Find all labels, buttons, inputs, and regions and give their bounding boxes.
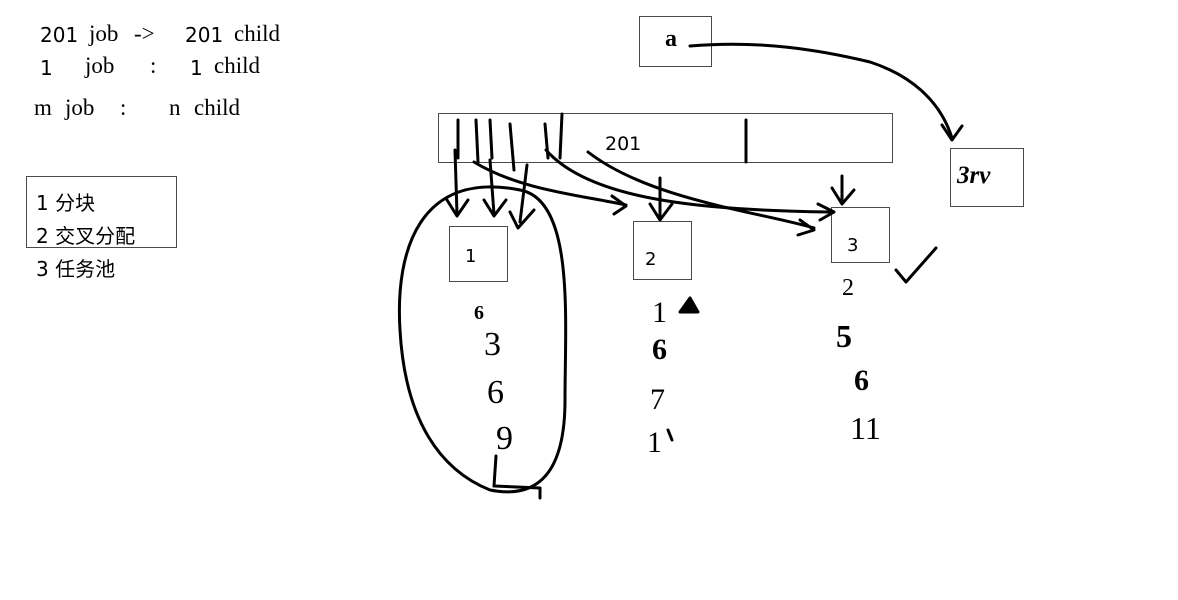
job-tick-2 [474,118,480,164]
arrow-into-child1-b-head [482,198,508,218]
child-box-3-label: 3 [847,235,859,256]
strategy-item-1: 1 分块 [36,191,96,215]
note-line1-num-a: 201 [40,23,79,47]
arrow-a-to-side-box [688,42,954,140]
col2-number-3: 7 [650,383,665,416]
note-line2-sep: : [150,53,157,78]
side-handwritten-label: 3rv [957,162,991,189]
note-line1-word-a: job [89,21,119,46]
child-box-2 [633,221,692,280]
note-line2-word-a: job [85,53,115,78]
note-line1-arrow: -> [134,21,155,46]
job-tick-6 [558,112,564,160]
note-line1-word-b: child [234,21,280,46]
note-line2-word-b: child [214,53,260,78]
col2-number-1: 1 [652,296,667,329]
col3-number-2: 5 [836,318,852,354]
col2-number-4: 1 [647,426,662,459]
job-tick-3 [488,118,494,160]
arrow-into-child1-a-head [445,198,470,218]
arrow-sweep-1 [472,160,628,207]
arrow-into-child1-a [453,148,459,216]
note-line3-word-a: job [65,95,95,120]
arrow-into-child3-head [830,186,856,206]
strategy-item-2: 2 交叉分配 [36,224,136,248]
check-mark [894,246,938,284]
col1-number-2: 3 [484,326,501,363]
arrow-sweep-2 [544,148,832,214]
triangle-marker [678,296,700,314]
arrow-sweep-1-head [610,194,628,216]
arrow-sweep-3-head [796,218,816,237]
col3-number-4: 11 [850,410,881,446]
child-box-1-label: 1 [465,246,477,267]
col1-number-3: 6 [487,374,504,411]
col3-number-1: 2 [842,275,854,301]
child-box-3 [831,207,890,263]
col2-tick-mark [666,428,674,442]
note-line2-num-b: 1 [190,56,203,80]
col2-number-2: 6 [652,333,667,366]
note-line3-var-b: n [169,95,181,120]
note-line2-num-a: 1 [40,56,53,80]
arrow-sweep-3 [586,150,816,230]
arrow-into-child1-c-head [508,208,536,230]
child-box-2-label: 2 [645,249,657,270]
top-handwritten-box [639,16,712,67]
job-bar [438,113,893,163]
job-bar-label: 201 [605,133,642,155]
note-line3-word-b: child [194,95,240,120]
note-line3-sep: : [120,95,127,120]
arrow-sweep-2-head [816,202,836,222]
strategy-list-box [26,176,177,248]
note-line3-var-a: m [34,95,52,120]
note-line1-num-b: 201 [185,23,224,47]
col1-number-4: 9 [496,420,513,457]
loop-around-column1 [397,185,568,494]
top-handwritten-label: a [665,26,677,52]
loop-tail [492,454,542,500]
col1-number-1: 6 [474,302,484,324]
arrow-into-child1-c [518,163,529,224]
col3-number-3: 6 [854,364,869,397]
job-tick-4 [508,122,516,172]
strategy-item-3: 3 任务池 [36,257,116,281]
arrow-into-child2-head [648,202,674,222]
arrow-a-to-side-box-head [940,123,964,142]
child-box-1 [449,226,508,282]
side-handwritten-box [950,148,1024,207]
